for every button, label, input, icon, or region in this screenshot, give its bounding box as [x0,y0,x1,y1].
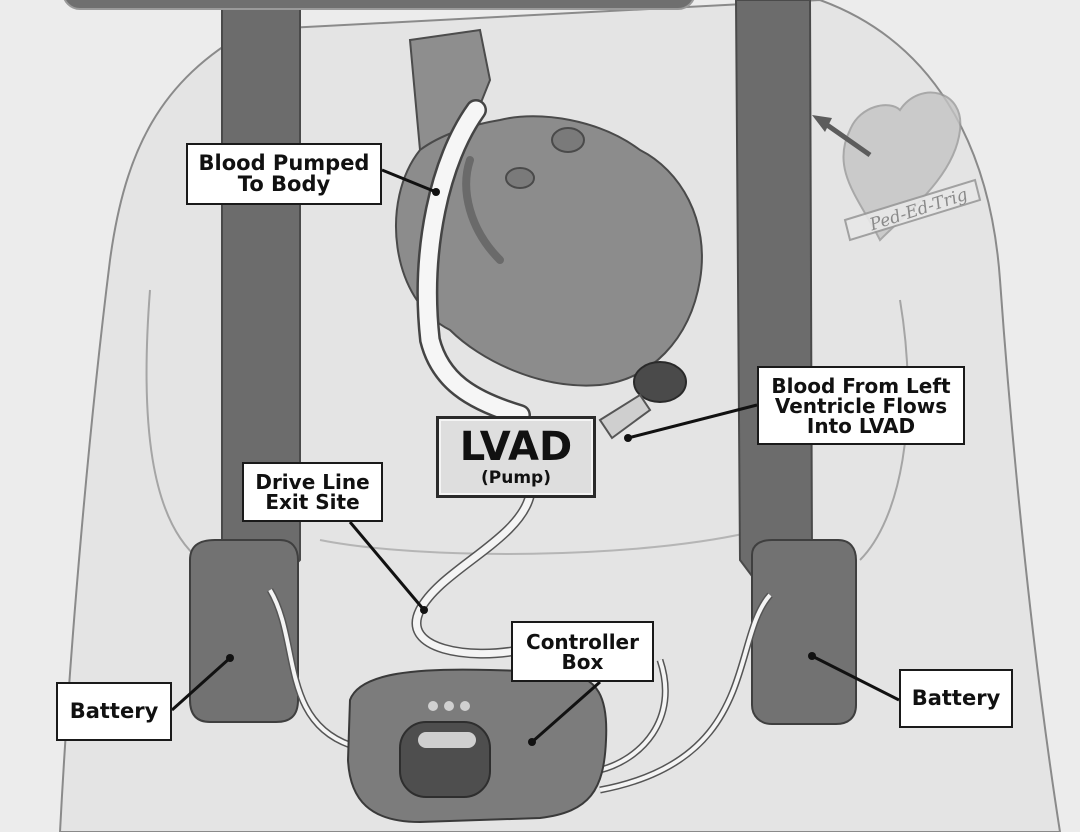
battery-pouch-right [751,539,857,725]
leader-dot-flow-into-lvad [624,434,632,442]
inflow-connector [633,361,687,403]
leader-dot-controller [528,738,536,746]
label-line: Controller [526,629,639,654]
tattoo-arrow [818,117,872,158]
tattoo-banner [843,178,982,242]
vessel-opening-2 [551,127,585,153]
coronary-vessel [462,156,504,264]
tattoo-arrowhead [812,115,832,132]
strap-right [734,0,814,602]
label-line: Into LVAD [806,413,916,438]
leader-dot-drive-line [420,606,428,614]
rib-line [319,529,761,555]
label-line: Blood From Left [771,373,951,398]
lvad-title: LVAD [459,423,573,470]
label-blood-from-left-ventricle: Blood From Left Ventricle Flows Into LVA… [757,366,965,445]
label-line: Battery [911,686,1001,710]
controller-display [418,732,476,748]
vessel-opening [505,167,535,189]
battery-cable-right [599,593,772,792]
label-line: Ventricle Flows [774,393,948,418]
label-battery-right: Battery [899,669,1013,728]
leader-dot-pumped-to-body [432,188,440,196]
label-line: Drive Line [255,470,370,494]
label-drive-line-exit-site: Drive Line Exit Site [242,462,383,522]
label-line: To Body [237,172,331,196]
leader-battery-left [170,656,232,712]
leader-drive-line [348,521,426,611]
leader-dot-battery-left [226,654,234,662]
heart-tattoo [842,91,962,242]
leader-pumped-to-body [381,168,437,194]
leader-battery-right [811,654,900,702]
label-blood-pumped-to-body: Blood Pumped To Body [186,143,382,205]
torso-contour-right [859,299,909,561]
leader-dot-battery-right [808,652,816,660]
outflow-graft [418,101,529,424]
controller-button-1 [428,701,438,711]
label-line: Exit Site [265,490,360,514]
label-lvad-pump: LVAD (Pump) [436,416,596,498]
leader-controller [531,680,601,744]
lvad-subtitle: (Pump) [481,467,551,488]
controller-button-3 [460,701,470,711]
controller-cable [599,659,668,772]
battery-pouch-left [189,539,299,723]
label-controller-box: Controller Box [511,621,654,682]
inflow-cannula [598,393,652,440]
label-line: Battery [69,699,159,723]
label-battery-left: Battery [56,682,172,741]
torso-contour-left [145,289,201,561]
controller-button-2 [444,701,454,711]
label-line: Box [561,649,604,674]
battery-cable-left [268,588,351,747]
label-line: Blood Pumped [198,151,370,175]
leader-flow-into-lvad [627,403,758,440]
top-bar [62,0,696,10]
